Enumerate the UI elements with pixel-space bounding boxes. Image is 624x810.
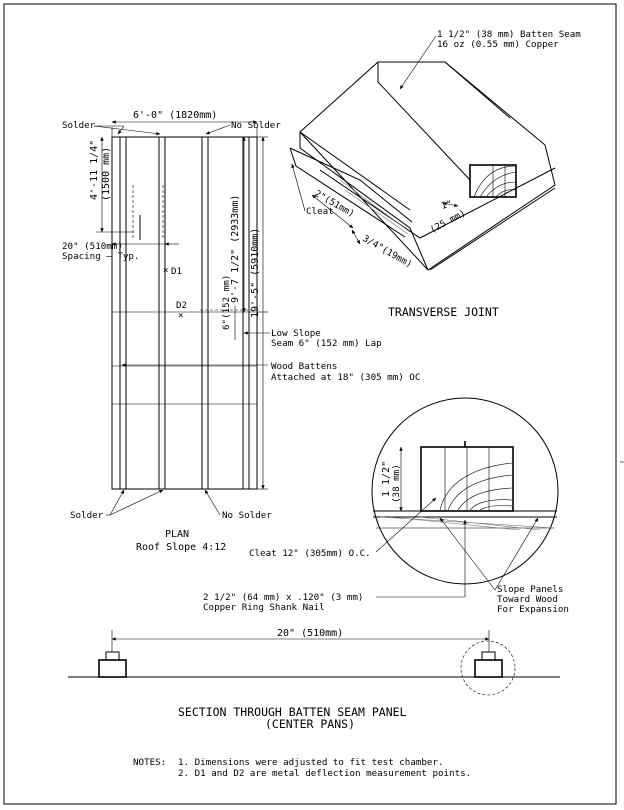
no-solder-top-label: No Solder — [231, 120, 281, 131]
wood-battens-label-1: Wood Battens — [271, 361, 337, 372]
batten-seam-callout-1: 1 1/2" (38 mm) Batten Seam — [437, 29, 581, 40]
slope-label-3: For Expansion — [497, 604, 569, 615]
svg-text:×: × — [178, 310, 184, 321]
dim-2933: 9'-7 1/2" (2933mm) — [230, 195, 241, 303]
note-1: 1. Dimensions were adjusted to fit test … — [178, 757, 444, 768]
d1-label: D1 — [171, 266, 182, 277]
plan-roof-outline — [111, 136, 258, 490]
dim-5910: 19'-5" (5910mm) — [250, 228, 261, 318]
d2-label: D2 — [176, 300, 187, 311]
plan-subtitle: Roof Slope 4:12 — [136, 542, 226, 553]
svg-text:×: × — [163, 265, 169, 276]
seam-height-dim: 1 1/2" — [381, 461, 392, 497]
transverse-title: TRANSVERSE JOINT — [388, 305, 499, 319]
batten-seam-callout-2: 16 oz (0.55 mm) Copper — [437, 39, 559, 50]
nail-label-1: 2 1/2" (64 mm) x .120" (3 mm) — [203, 592, 363, 603]
seam-height-dim-mm: (38 mm) — [391, 464, 402, 503]
no-solder-bottom-label: No Solder — [222, 510, 272, 521]
section-detail: 1 1/2" (38 mm) Cleat 12" (305mm) O.C. 2 … — [68, 397, 569, 731]
sheet-border — [3, 3, 617, 805]
spacing-label-2: Spacing – Typ. — [62, 251, 139, 262]
section-title-2: (CENTER PANS) — [265, 717, 355, 731]
span-dim: 20" (510mm) — [277, 628, 343, 639]
low-slope-label-2: Seam 6" (152 mm) Lap — [271, 338, 382, 349]
dim-1500: 4'-11 1/4" — [89, 140, 100, 200]
dim-25-mm: (25 mm) — [428, 208, 467, 236]
plan-top-dimension: 6'-0" (1820mm) — [133, 110, 217, 121]
plan-title: PLAN — [165, 529, 189, 540]
dim-152: 6"(152 mm) — [221, 275, 232, 330]
notes-block: NOTES: 1. Dimensions were adjusted to fi… — [133, 757, 471, 779]
note-2: 2. D1 and D2 are metal deflection measur… — [178, 768, 471, 779]
solder-bottom-label: Solder — [70, 510, 104, 521]
section-title-1: SECTION THROUGH BATTEN SEAM PANEL — [178, 705, 407, 719]
section-cleat-label: Cleat 12" (305mm) O.C. — [249, 548, 371, 559]
low-slope-label-1: Low Slope — [271, 328, 321, 339]
plan-view: × D1 × D2 6'-0" (1820mm) Solder No Solde… — [62, 110, 420, 553]
slope-label-2: Toward Wood — [497, 594, 558, 605]
nail-label-2: Copper Ring Shank Nail — [203, 602, 325, 613]
slope-label-1: Slope Panels — [497, 584, 563, 595]
notes-label: NOTES: — [133, 757, 166, 768]
transverse-joint-view: 1 1/2" (38 mm) Batten Seam 16 oz (0.55 m… — [289, 29, 581, 319]
dim-1500-mm: (1500 mm) — [101, 147, 112, 201]
spacing-label-1: 20" (510mm) — [62, 241, 123, 252]
solder-top-label: Solder — [62, 120, 96, 131]
wood-battens-label-2: Attached at 18" (305 mm) OC — [271, 372, 420, 383]
dim-25: 1" — [440, 198, 454, 211]
cleat-label: Cleat — [306, 206, 334, 217]
dim-19: 3/4"(19mm) — [361, 233, 414, 270]
